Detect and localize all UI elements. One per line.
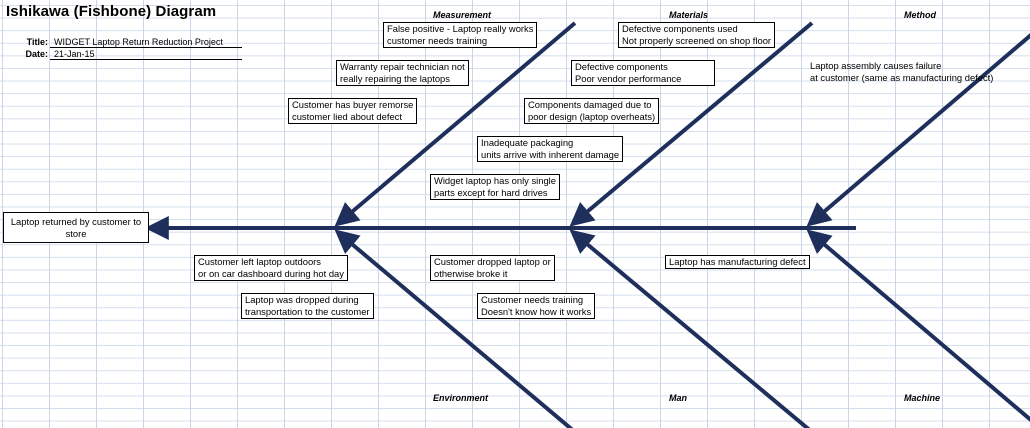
category-materials: Materials: [669, 10, 709, 20]
bone-materials: [569, 21, 814, 227]
page-title: Ishikawa (Fishbone) Diagram: [6, 3, 217, 20]
cause-box-machine-1[interactable]: Laptop has manufacturing defect: [665, 255, 810, 269]
cause-text: Warranty repair technician not: [340, 61, 465, 72]
cause-text: Customer left laptop outdoors: [198, 256, 321, 267]
title-label: Title:: [26, 37, 48, 47]
date-label: Date:: [25, 49, 48, 59]
bone-environment: [334, 229, 574, 428]
cause-text: Widget laptop has only single: [434, 175, 556, 186]
cause-text: Customer dropped laptop or: [434, 256, 551, 267]
cause-text: Laptop was dropped during: [245, 294, 359, 305]
cause-text: units arrive with inherent damage: [481, 149, 620, 160]
bone-man: [569, 229, 811, 428]
category-man: Man: [669, 393, 687, 403]
cause-text: Doesn't know how it works: [481, 306, 592, 317]
cause-text: at customer (same as manufacturing defec…: [810, 72, 994, 83]
category-machine: Machine: [904, 393, 941, 403]
cause-box-materials-1[interactable]: Defective components used Not properly s…: [618, 22, 776, 48]
cause-box-environment-1[interactable]: Customer left laptop outdoors or on car …: [194, 255, 348, 281]
effect-box[interactable]: Laptop returned by customer to store: [3, 212, 149, 243]
cause-text: transportation to the customer: [245, 306, 370, 317]
cause-text: or on car dashboard during hot day: [198, 268, 344, 279]
cause-text: Not properly screened on shop floor: [622, 35, 772, 46]
bone-method: [806, 33, 1030, 227]
cause-box-method-1[interactable]: Laptop assembly causes failure at custom…: [807, 60, 996, 84]
cause-box-environment-2[interactable]: Laptop was dropped during transportation…: [241, 293, 374, 319]
cause-text: customer needs training: [387, 35, 488, 46]
cause-box-materials-5[interactable]: Widget laptop has only single parts exce…: [430, 174, 560, 200]
cause-text: Inadequate packaging: [481, 137, 574, 148]
cause-box-materials-4[interactable]: Inadequate packaging units arrive with i…: [477, 136, 624, 162]
bone-measurement: [334, 21, 577, 227]
effect-line-1: Laptop returned by customer to: [10, 216, 142, 227]
cause-text: really repairing the laptops: [340, 73, 450, 84]
effect-line-2: store: [65, 228, 87, 239]
cause-text: customer lied about defect: [292, 111, 402, 122]
category-method: Method: [904, 10, 936, 20]
cause-text: Poor vendor performance: [575, 73, 682, 84]
cause-text: False positive - Laptop really works: [387, 23, 534, 34]
cause-text: Components damaged due to: [528, 99, 652, 110]
cause-box-measurement-1[interactable]: False positive - Laptop really works cus…: [383, 22, 538, 48]
cause-box-materials-3[interactable]: Components damaged due to poor design (l…: [524, 98, 660, 124]
cause-text: Laptop has manufacturing defect: [669, 256, 806, 267]
cause-text: Defective components used: [622, 23, 738, 34]
cause-box-measurement-3[interactable]: Customer has buyer remorse customer lied…: [288, 98, 418, 124]
category-measurement: Measurement: [433, 10, 492, 20]
category-environment: Environment: [433, 393, 489, 403]
cause-text: Laptop assembly causes failure: [810, 60, 942, 71]
cause-text: Defective components: [575, 61, 668, 72]
bone-machine: [806, 229, 1030, 422]
project-title-value[interactable]: WIDGET Laptop Return Reduction Project: [50, 37, 242, 48]
cause-text: parts except for hard drives: [434, 187, 548, 198]
cause-text: otherwise broke it: [434, 268, 508, 279]
date-value[interactable]: 21-Jan-15: [50, 49, 242, 60]
cause-text: poor design (laptop overheats): [528, 111, 656, 122]
cause-text: Customer has buyer remorse: [292, 99, 414, 110]
cause-box-measurement-2[interactable]: Warranty repair technician not really re…: [336, 60, 469, 86]
cause-text: Customer needs training: [481, 294, 584, 305]
cause-box-man-2[interactable]: Customer needs training Doesn't know how…: [477, 293, 596, 319]
cause-box-man-1[interactable]: Customer dropped laptop or otherwise bro…: [430, 255, 555, 281]
cause-box-materials-2[interactable]: Defective components Poor vendor perform…: [571, 60, 715, 86]
